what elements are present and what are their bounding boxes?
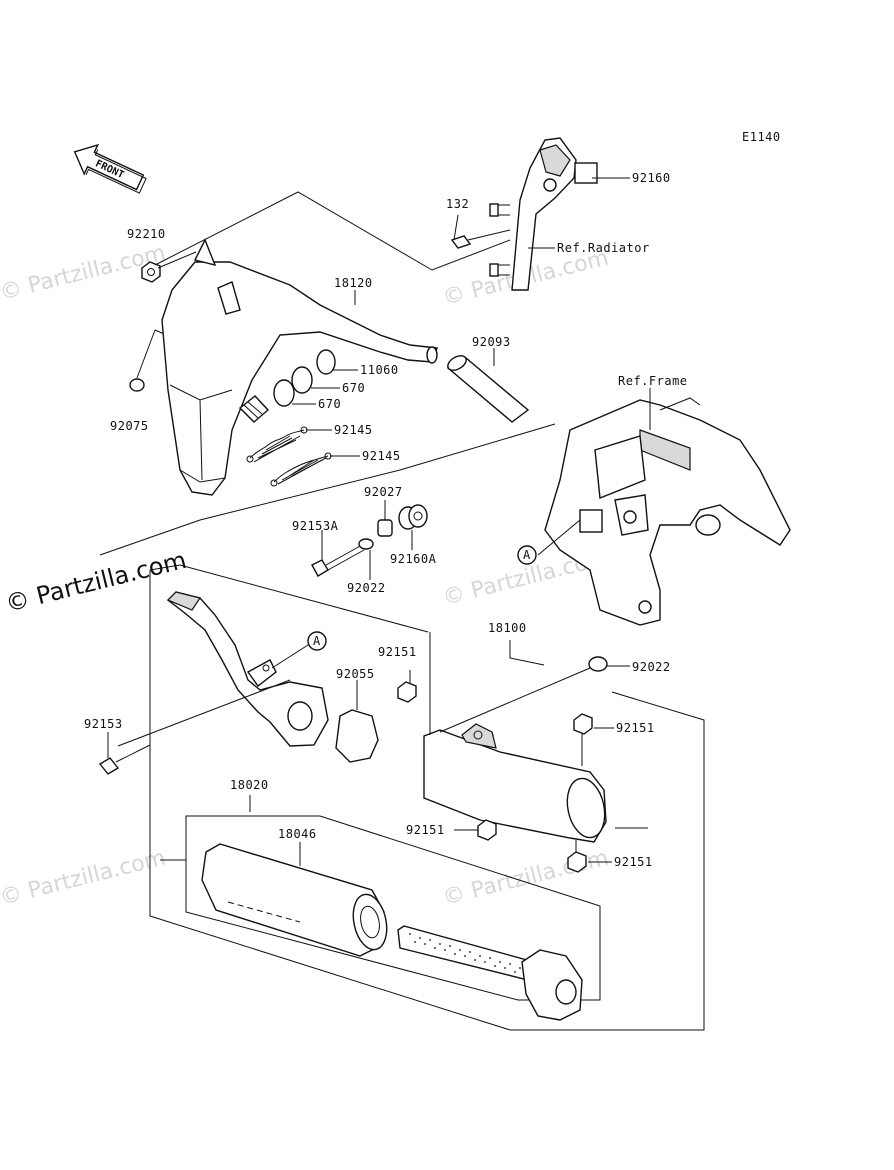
bolt-92151-lower-middle <box>477 819 497 841</box>
label-92210: 92210 <box>127 227 166 241</box>
perforated-core <box>397 925 535 981</box>
callout-a-pipe <box>307 631 327 651</box>
label-92153A: 92153A <box>292 519 339 533</box>
label-92022-right: 92022 <box>632 660 671 674</box>
label-92022-upper: 92022 <box>347 581 386 595</box>
outlet-pipe <box>166 591 329 747</box>
front-arrow-badge: FRONT <box>73 143 147 194</box>
label-92151-right-lower: 92151 <box>614 855 653 869</box>
gasket-92055 <box>335 709 379 763</box>
label-92153: 92153 <box>84 717 123 731</box>
label-132: 132 <box>446 197 469 211</box>
chamber-sleeve <box>238 395 270 423</box>
label-92145-lower: 92145 <box>362 449 401 463</box>
diagram-code: E1140 <box>742 130 781 144</box>
ref-radiator: Ref.Radiator <box>557 241 650 255</box>
label-92160A: 92160A <box>390 552 437 566</box>
nut-92210 <box>141 261 161 283</box>
callout-a-frame <box>517 545 537 565</box>
label-670-lower: 670 <box>318 397 341 411</box>
bolt-92153A <box>311 544 365 577</box>
spring-92145-lower <box>270 452 332 487</box>
label-92151-lower-middle: 92151 <box>406 823 445 837</box>
damper-92075 <box>129 378 145 392</box>
silencer-18100 <box>423 723 607 843</box>
spring-92145-upper <box>246 426 308 463</box>
watermark-main: © Partzilla.com <box>3 546 189 618</box>
packing-18046 <box>201 843 388 957</box>
label-18020: 18020 <box>230 778 269 792</box>
label-11060: 11060 <box>360 363 399 377</box>
o-ring-670-upper <box>291 366 313 394</box>
label-18120: 18120 <box>334 276 373 290</box>
washer-92022-upper <box>358 538 374 550</box>
pipe-92093 <box>446 355 530 423</box>
label-92075: 92075 <box>110 419 149 433</box>
label-18100: 18100 <box>488 621 527 635</box>
bolt-92151-right-lower <box>567 840 587 873</box>
grommet-92160A <box>398 504 428 530</box>
o-ring-670-lower <box>273 379 295 407</box>
ref-frame: Ref.Frame <box>618 374 688 388</box>
bolt-92153 <box>98 744 151 775</box>
label-92093: 92093 <box>472 335 511 349</box>
bolt-92151-middle <box>397 681 417 703</box>
watermark-faint: © Partzilla.com <box>0 845 168 910</box>
bolt-132 <box>450 229 511 249</box>
label-92055: 92055 <box>336 667 375 681</box>
expansion-chamber-18120 <box>161 238 438 496</box>
callout-a-frame-label: A <box>523 548 531 562</box>
label-18046: 18046 <box>278 827 317 841</box>
callout-a-pipe-label: A <box>313 634 321 648</box>
gasket-11060 <box>316 349 336 375</box>
label-92160: 92160 <box>632 171 671 185</box>
washer-92022-right <box>588 656 608 672</box>
collar-92027 <box>377 519 393 537</box>
label-670-upper: 670 <box>342 381 365 395</box>
frame-reference <box>544 397 791 626</box>
bolt-92151-right-upper <box>573 713 593 766</box>
label-92027: 92027 <box>364 485 403 499</box>
end-cap <box>521 949 583 1021</box>
label-92151-middle: 92151 <box>378 645 417 659</box>
radiator-bracket <box>489 137 598 291</box>
label-92151-right-upper: 92151 <box>616 721 655 735</box>
label-92145-upper: 92145 <box>334 423 373 437</box>
